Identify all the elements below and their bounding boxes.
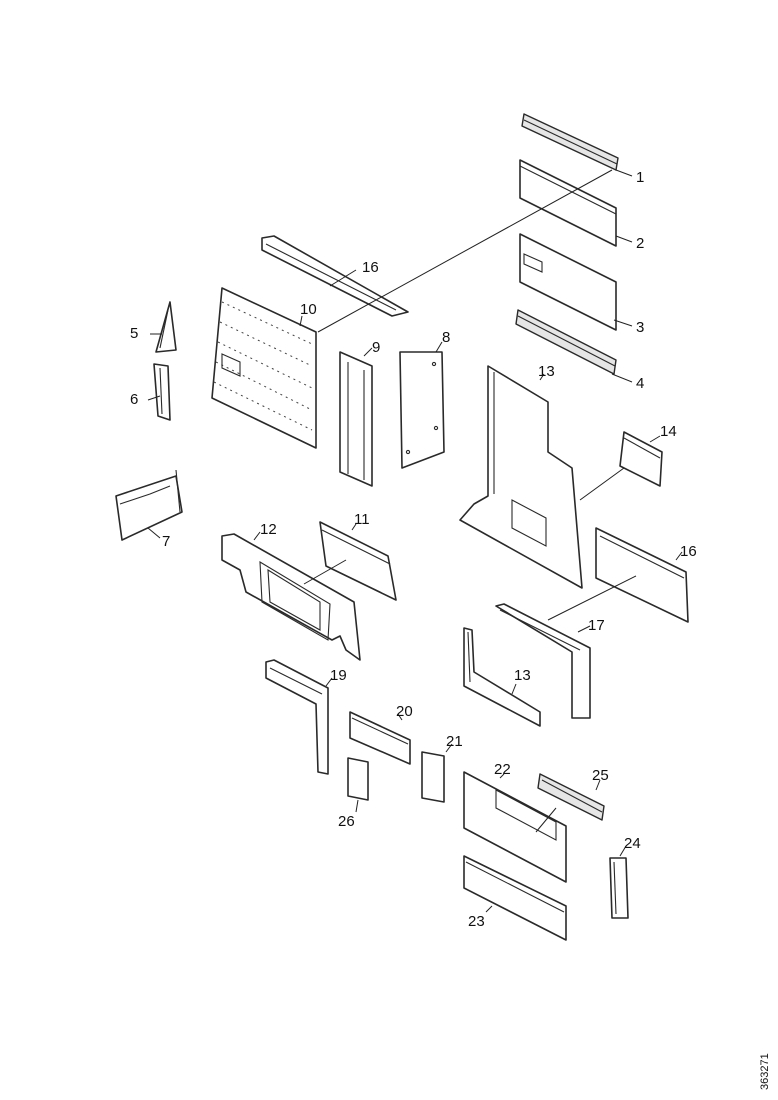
callout-16-top: 16 — [362, 259, 379, 276]
part-4 — [515, 309, 617, 375]
part-26 — [347, 757, 369, 801]
document-code: 363271 — [759, 1053, 771, 1090]
callout-3: 3 — [636, 319, 644, 336]
callout-2: 2 — [636, 235, 644, 252]
callout-20: 20 — [396, 703, 413, 720]
part-19 — [265, 659, 329, 775]
part-21 — [421, 751, 445, 803]
part-5 — [155, 301, 177, 353]
part-14 — [619, 431, 663, 487]
callout-16-right: 16 — [680, 543, 697, 560]
part-10 — [211, 287, 317, 449]
part-24 — [609, 857, 629, 919]
callout-5: 5 — [130, 325, 138, 342]
callout-8: 8 — [442, 329, 450, 346]
part-25 — [537, 773, 605, 821]
callout-11: 11 — [354, 511, 370, 528]
callout-10: 10 — [300, 301, 317, 318]
leader-lines — [147, 169, 683, 913]
callout-17: 17 — [588, 617, 605, 634]
part-20 — [349, 711, 411, 765]
part-13-channel — [463, 627, 541, 727]
part-7 — [115, 469, 183, 541]
callout-4: 4 — [636, 375, 644, 392]
part-17 — [495, 603, 591, 719]
part-23 — [463, 855, 567, 941]
callout-1: 1 — [636, 169, 644, 186]
callout-13-panel: 13 — [538, 363, 555, 380]
part-8 — [399, 351, 445, 469]
callout-9: 9 — [372, 339, 380, 356]
callout-23: 23 — [468, 913, 485, 930]
callout-14: 14 — [660, 423, 677, 440]
part-22 — [463, 771, 567, 883]
part-2 — [519, 159, 617, 247]
callout-labels: 1 2 3 4 5 6 16 10 9 8 13 14 7 12 11 16 1… — [130, 169, 697, 930]
callout-6: 6 — [130, 391, 138, 408]
callout-19: 19 — [330, 667, 347, 684]
assembly-lines — [303, 169, 637, 833]
part-3 — [519, 233, 617, 331]
callout-25: 25 — [592, 767, 609, 784]
part-11 — [319, 521, 397, 601]
callout-13-channel: 13 — [514, 667, 531, 684]
part-6 — [153, 363, 171, 421]
callout-12: 12 — [260, 521, 277, 538]
callout-24: 24 — [624, 835, 641, 852]
part-12 — [221, 533, 361, 661]
part-9 — [339, 351, 373, 487]
callout-7: 7 — [162, 533, 170, 550]
callout-22: 22 — [494, 761, 511, 778]
part-1 — [521, 113, 619, 171]
callout-26: 26 — [338, 813, 355, 830]
part-13-panel — [459, 365, 583, 589]
callout-21: 21 — [446, 733, 463, 750]
part-16-strip — [261, 235, 409, 317]
part-16-panel — [595, 527, 689, 623]
